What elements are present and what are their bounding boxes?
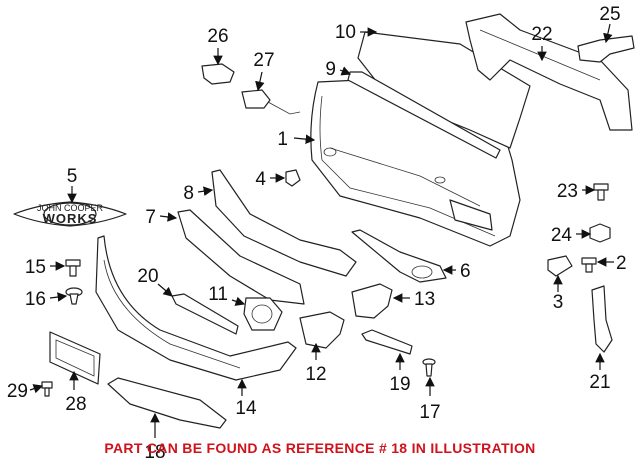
footnote: PART CAN BE FOUND AS REFERENCE # 18 IN I… <box>104 440 536 456</box>
callout-11: 11 <box>208 284 228 305</box>
leader-lines <box>29 23 614 438</box>
callout-15: 15 <box>25 257 46 278</box>
part-5-badge: JOHN COOPER WORKS <box>13 201 127 227</box>
part-4-clip <box>285 169 301 187</box>
leader-20 <box>157 283 173 297</box>
callout-14: 14 <box>235 398 257 419</box>
callout-12: 12 <box>305 364 326 385</box>
leader-7 <box>159 212 178 222</box>
part-2-bolt <box>581 257 597 273</box>
callout-28: 28 <box>65 394 86 415</box>
callout-21: 21 <box>589 372 610 393</box>
leader-27 <box>255 71 265 92</box>
part-20-bracket <box>171 293 239 335</box>
callout-3: 3 <box>553 292 564 313</box>
part-11-bezel <box>243 297 283 331</box>
callout-6: 6 <box>460 261 471 282</box>
part-19-bracket <box>361 329 413 355</box>
part-12-air-duct <box>299 311 345 349</box>
part-6-fog-bezel <box>351 229 447 283</box>
leader-16 <box>49 292 68 302</box>
callout-29: 29 <box>7 381 28 402</box>
callout-20: 20 <box>137 266 158 287</box>
badge-line-2: WORKS <box>43 211 98 226</box>
part-27-sensor <box>241 89 301 115</box>
part-14-lower-spoiler <box>95 235 297 381</box>
callout-8: 8 <box>183 183 194 204</box>
callout-23: 23 <box>557 181 578 202</box>
callout-27: 27 <box>253 50 274 71</box>
part-7-lower-grille <box>177 209 305 305</box>
part-23-bolt <box>593 183 609 201</box>
leader-11 <box>231 296 246 306</box>
leader-29 <box>29 384 44 394</box>
callout-5: 5 <box>67 166 78 187</box>
part-17-push-clip <box>422 358 436 377</box>
callout-26: 26 <box>207 26 228 47</box>
callout-16: 16 <box>25 289 46 310</box>
callout-22: 22 <box>531 24 552 45</box>
part-16-clip <box>65 287 83 305</box>
callout-4: 4 <box>255 169 266 190</box>
part-24-nut <box>589 223 611 243</box>
callout-17: 17 <box>419 402 440 423</box>
callout-7: 7 <box>145 207 156 228</box>
part-18-lower-tray <box>107 377 227 429</box>
callout-18: 18 <box>144 442 165 463</box>
leader-25 <box>603 23 613 44</box>
part-28-plate-bracket <box>49 331 101 385</box>
callout-9: 9 <box>325 59 336 80</box>
part-13-air-duct <box>351 283 393 319</box>
part-9-grille-trim <box>347 71 501 159</box>
callout-1: 1 <box>277 129 288 150</box>
callout-19: 19 <box>389 374 410 395</box>
leader-1 <box>293 134 316 144</box>
callout-10: 10 <box>335 22 356 43</box>
part-29-bolt <box>41 381 53 397</box>
leader-9 <box>339 66 352 76</box>
leader-8 <box>197 186 214 196</box>
part-15-screw <box>65 259 81 277</box>
callout-13: 13 <box>414 289 435 310</box>
callout-2: 2 <box>616 253 627 274</box>
part-26-sensor-clip <box>201 63 235 85</box>
part-21-support-bracket <box>591 285 613 353</box>
part-8-lower-trim <box>211 169 357 277</box>
callout-25: 25 <box>599 4 620 25</box>
part-3-cap <box>547 255 573 277</box>
callout-labels: 1 2 3 4 5 6 7 8 9 10 11 12 13 14 15 16 1… <box>7 4 627 463</box>
callout-24: 24 <box>551 225 573 246</box>
badge-line-1: JOHN COOPER <box>37 203 104 213</box>
